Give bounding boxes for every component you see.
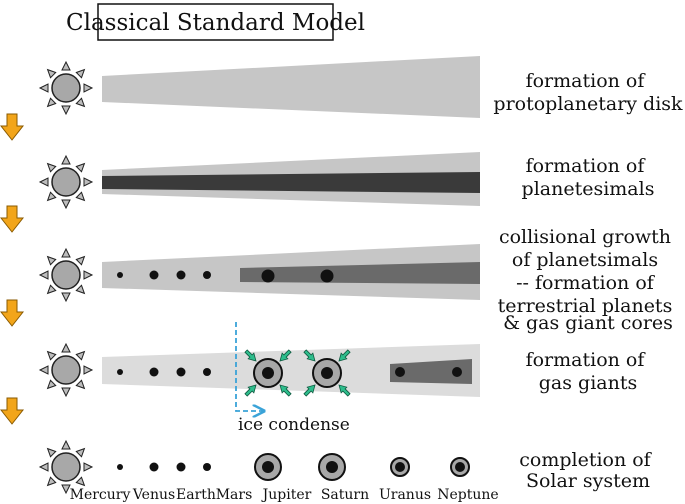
title-box: Classical Standard Model <box>66 3 365 41</box>
progress-arrow-icon <box>0 113 24 141</box>
gas-disk <box>102 344 480 397</box>
planet-mercury <box>117 369 123 375</box>
stage-3-label: collisional growth of planetsimals -- fo… <box>498 226 679 334</box>
outer-planetesimal-band <box>240 262 480 284</box>
ice-line: ice condense <box>235 322 350 435</box>
planet-mars <box>203 368 211 376</box>
planet-embryo-earth <box>176 270 186 280</box>
stage-5-label-line-1: completion of <box>519 449 652 471</box>
planet-embryo-mars <box>203 271 211 279</box>
planet-earth <box>176 462 186 472</box>
planet-name-neptune: Neptune <box>437 487 498 503</box>
planet-earth <box>176 367 186 377</box>
core-jupiter <box>261 269 275 283</box>
planet-name-earth: Earth <box>176 487 216 503</box>
stage-2: formation of planetesimals <box>39 152 655 209</box>
sun-icon <box>39 343 93 397</box>
planet-name-uranus: Uranus <box>379 487 431 503</box>
stage-3-label-line-5: & gas giant cores <box>503 312 673 334</box>
planet-mercury <box>117 464 123 470</box>
stage-2-label: formation of planetesimals <box>522 155 655 200</box>
planet-jupiter <box>254 453 282 481</box>
planet-saturn <box>318 453 346 481</box>
stage-5-label-line-2: Solar system <box>526 470 650 492</box>
planet-venus <box>149 462 159 472</box>
planet-name-mercury: Mercury <box>70 487 131 503</box>
stage-3-label-line-4: terrestrial planets <box>498 295 673 317</box>
protoplanet-uranus <box>395 367 405 377</box>
stage-3-label-line-2: of planetsimals <box>512 249 658 271</box>
planet-name-saturn: Saturn <box>321 487 369 503</box>
stage-3-label-line-3: -- formation of <box>516 272 656 294</box>
stage-2-label-line-1: formation of <box>526 155 647 177</box>
planet-neptune <box>450 457 470 477</box>
stage-5: completion of Solar system <box>39 440 657 494</box>
protoplanet-neptune <box>452 367 462 377</box>
outer-planetesimal-band <box>390 359 472 384</box>
stage-2-label-line-2: planetesimals <box>522 178 655 200</box>
planet-name-mars: Mars <box>216 487 253 503</box>
planet-embryo-mercury <box>117 272 123 278</box>
sun-icon <box>39 61 93 115</box>
planet-uranus <box>390 457 410 477</box>
stage-3-label-line-1: collisional growth <box>499 226 671 248</box>
accreting-jupiter <box>242 347 294 399</box>
planet-name-venus: Venus <box>132 487 175 503</box>
stage-1: formation of protoplanetary disk <box>39 56 683 118</box>
ice-line-label: ice condense <box>238 415 350 435</box>
stage-1-label: formation of protoplanetary disk <box>493 70 683 115</box>
stage-4-label-line-2: gas giants <box>539 372 637 394</box>
planet-venus <box>149 367 159 377</box>
core-saturn <box>320 269 334 283</box>
progress-arrow-icon <box>0 205 24 233</box>
sun-icon <box>39 440 93 494</box>
stage-4-label-line-1: formation of <box>526 349 647 371</box>
planet-embryo-venus <box>149 270 159 280</box>
stage-1-label-line-1: formation of <box>526 70 647 92</box>
planet-mars <box>203 463 211 471</box>
progress-arrow-icon <box>0 397 24 425</box>
stage-4: formation of gas giants <box>39 343 651 399</box>
planetesimal-layer <box>102 172 480 193</box>
planet-name-jupiter: Jupiter <box>261 487 312 503</box>
progress-arrow-icon <box>0 299 24 327</box>
stage-3: collisional growth of planetsimals -- fo… <box>39 226 679 334</box>
planet-name-row: Mercury Venus Earth Mars Jupiter Saturn … <box>70 487 499 503</box>
protoplanetary-disk <box>102 56 480 118</box>
stage-5-label: completion of Solar system <box>519 449 657 492</box>
stage-4-label: formation of gas giants <box>526 349 651 394</box>
sun-icon <box>39 155 93 209</box>
diagram-title: Classical Standard Model <box>66 10 365 36</box>
stage-1-label-line-2: protoplanetary disk <box>493 93 683 115</box>
sun-icon <box>39 248 93 302</box>
accreting-saturn <box>301 347 353 399</box>
